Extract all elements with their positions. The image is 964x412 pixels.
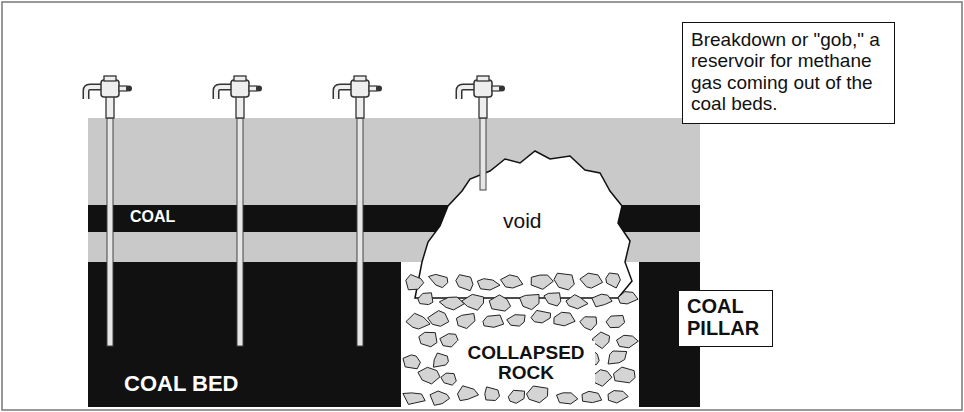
well-pipe — [357, 118, 363, 346]
wellhead — [216, 76, 262, 118]
well-pipes — [107, 118, 486, 346]
rock-fragment — [531, 275, 553, 289]
well-pipe — [237, 118, 243, 346]
rock-fragment — [618, 292, 638, 304]
layer-label: COAL BED — [124, 372, 239, 395]
rock-fragment — [428, 311, 449, 327]
rock-fragment — [406, 275, 424, 290]
rock-fragment — [462, 294, 484, 310]
rock-fragment — [403, 393, 425, 405]
collapsed-rock-fragments — [403, 273, 638, 405]
rock-fragment — [582, 391, 602, 402]
rock-fragment — [544, 293, 561, 306]
void-cavity — [415, 151, 632, 298]
rock-fragment — [566, 295, 588, 309]
rock-fragment — [429, 274, 448, 287]
rock-fragment — [507, 315, 525, 326]
wellhead — [336, 76, 382, 118]
box-text: COAL PILLAR — [687, 295, 762, 340]
rock-fragment — [606, 273, 621, 288]
rock-fragment — [418, 293, 433, 305]
wellheads — [86, 76, 505, 118]
wellhead — [86, 76, 132, 118]
rock-fragment — [458, 386, 479, 401]
callout-box: Breakdown or "gob," a reservoir for meth… — [682, 22, 895, 124]
rock-fragment — [501, 275, 523, 288]
rock-fragment — [430, 391, 450, 405]
rock-fragment — [418, 367, 440, 384]
rock-fragment — [456, 314, 475, 329]
rock-fragment — [606, 316, 625, 328]
rock-fragment — [554, 273, 574, 290]
rock-fragment — [617, 335, 639, 348]
rock-fragment — [485, 387, 500, 401]
rock-fragment — [433, 353, 448, 367]
rock-fragment — [557, 393, 578, 404]
region-label: void — [503, 210, 542, 232]
rock-fragment — [580, 273, 603, 288]
box-text: Breakdown or "gob," a reservoir for meth… — [691, 29, 882, 114]
label-box: COAL PILLAR — [678, 290, 773, 347]
rock-fragment — [614, 367, 636, 383]
rock-fragment — [419, 332, 437, 347]
rock-fragment — [520, 295, 540, 310]
rock-fragment — [403, 355, 420, 369]
rock-fragment — [531, 310, 551, 323]
rock-fragment — [527, 386, 548, 403]
layer-label: COAL — [130, 209, 175, 226]
rock-fragment — [456, 275, 473, 291]
rock-fragment — [483, 315, 504, 327]
well-pipe — [480, 118, 486, 190]
rock-fragment — [489, 295, 510, 311]
rock-fragment — [554, 312, 575, 326]
well-pipe — [107, 118, 113, 346]
rock-fragment — [439, 297, 464, 310]
rock-fragment — [508, 390, 524, 403]
rock-fragment — [477, 279, 500, 290]
rock-fragment — [593, 370, 612, 387]
rock-fragment — [580, 317, 597, 330]
rock-fragment — [406, 313, 430, 329]
rock-fragment — [440, 334, 458, 347]
coal-bed — [88, 262, 700, 407]
wellhead — [459, 76, 505, 118]
rock-fragment — [608, 351, 627, 364]
rock-fragment — [608, 391, 628, 403]
rock-fragment — [592, 294, 612, 307]
rock-fragment — [441, 373, 457, 385]
region-label: COLLAPSED ROCK — [457, 341, 595, 385]
